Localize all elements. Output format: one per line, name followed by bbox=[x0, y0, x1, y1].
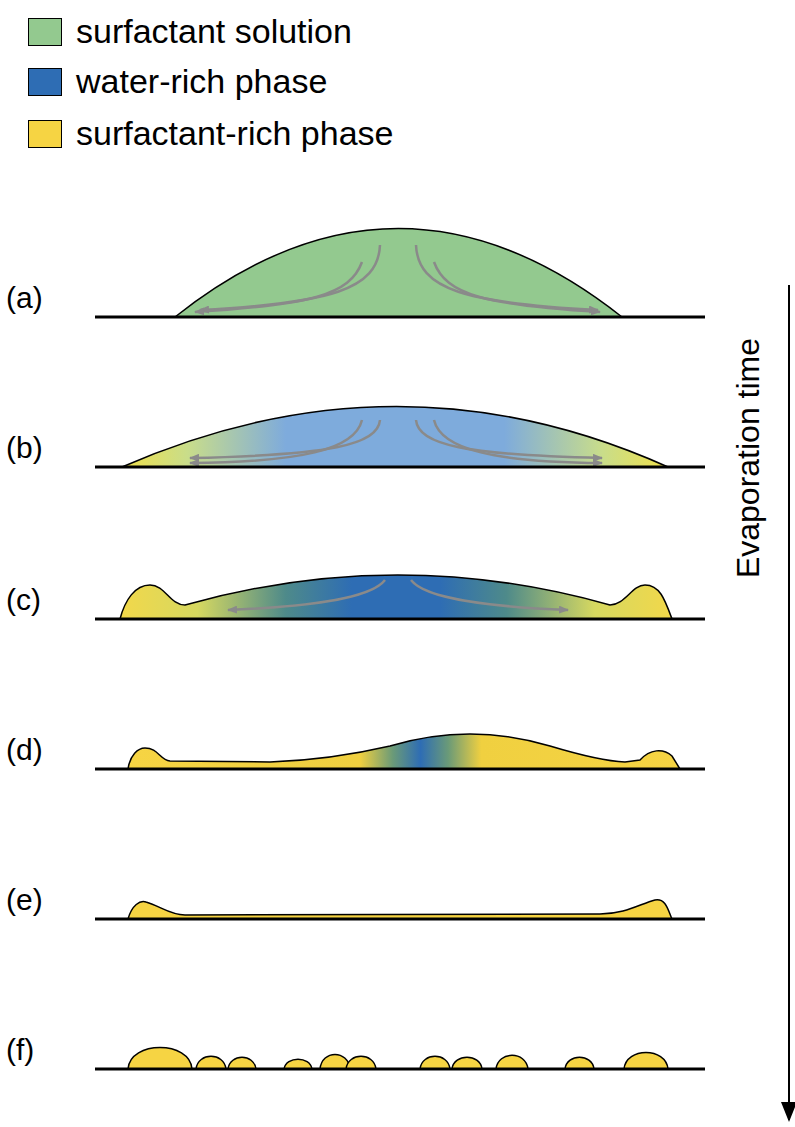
droplet bbox=[624, 1052, 668, 1069]
droplet bbox=[496, 1055, 528, 1069]
droplet bbox=[196, 1056, 226, 1069]
axis-label: Evaporation time bbox=[732, 338, 764, 578]
legend-swatch bbox=[28, 120, 62, 148]
panel-label: (f) bbox=[6, 1035, 34, 1065]
legend-swatch bbox=[28, 68, 62, 96]
panel-label: (e) bbox=[6, 885, 43, 915]
droplet bbox=[565, 1057, 594, 1069]
legend-text: surfactant-rich phase bbox=[76, 116, 394, 150]
legend-text: surfactant solution bbox=[76, 14, 352, 48]
panel-label: (d) bbox=[6, 735, 43, 765]
panel-label: (c) bbox=[6, 585, 41, 615]
droplet bbox=[320, 1054, 350, 1069]
droplet bbox=[228, 1057, 256, 1069]
droplet bbox=[128, 1048, 192, 1069]
droplet bbox=[452, 1057, 482, 1069]
droplet bbox=[420, 1056, 450, 1069]
droplet bbox=[346, 1056, 376, 1069]
panel-label: (a) bbox=[6, 283, 43, 313]
panel-label: (b) bbox=[6, 433, 43, 463]
legend-text: water-rich phase bbox=[76, 64, 327, 98]
legend-swatch bbox=[28, 18, 62, 46]
